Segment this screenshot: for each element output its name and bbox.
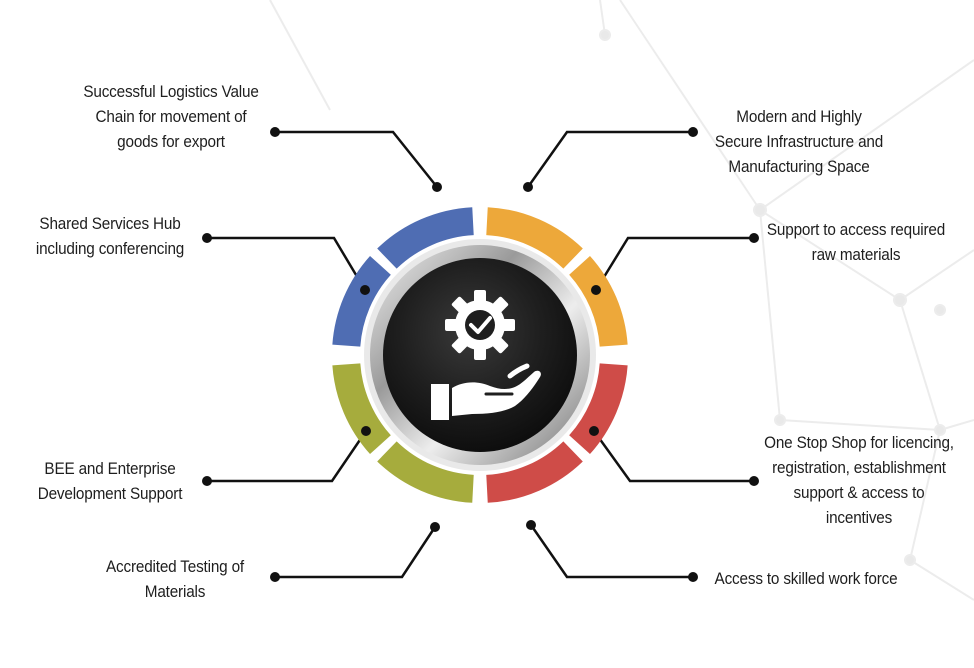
ring-segment-shared-services xyxy=(332,255,391,347)
ring-segment-skilled-workforce xyxy=(486,441,583,503)
end-dot-skilled-workforce xyxy=(688,572,698,582)
ring-segment-raw-materials xyxy=(569,255,628,347)
ring-dot-shared-services xyxy=(360,285,370,295)
connector-line-one-stop-shop xyxy=(592,430,754,483)
ring-segment-logistics xyxy=(377,207,474,269)
end-dot-shared-services xyxy=(202,233,212,243)
ring-dot-logistics xyxy=(432,182,442,192)
ring-segment-infrastructure xyxy=(486,207,583,269)
ring-segment-one-stop-shop xyxy=(569,363,628,455)
end-dot-testing xyxy=(270,572,280,582)
label-skilled-workforce: Access to skilled work force xyxy=(714,569,898,588)
connector-line-logistics xyxy=(275,130,438,188)
connector-line-infrastructure xyxy=(526,130,693,188)
connector-line-bee xyxy=(207,430,368,483)
end-dot-infrastructure xyxy=(688,127,698,137)
ring-dot-raw-materials xyxy=(591,285,601,295)
ring-segments xyxy=(332,207,628,503)
ring-dot-one-stop-shop xyxy=(589,426,599,436)
connector-line-shared-services xyxy=(207,236,367,291)
ring-dot-testing xyxy=(430,522,440,532)
label-one-stop-shop: One Stop Shop for licencing,registration… xyxy=(764,433,954,527)
gear-checkmark-hand-icon xyxy=(431,290,541,420)
ring-segment-bee xyxy=(332,363,391,455)
end-dot-raw-materials xyxy=(749,233,759,243)
end-dot-logistics xyxy=(270,127,280,137)
connector-line-skilled-workforce xyxy=(529,524,693,579)
end-dot-one-stop-shop xyxy=(749,476,759,486)
ring-dot-skilled-workforce xyxy=(526,520,536,530)
connector-line-raw-materials xyxy=(594,236,754,291)
connector-line-testing xyxy=(275,526,437,579)
end-dot-bee xyxy=(202,476,212,486)
connector-lines xyxy=(207,130,754,579)
ring-dot-bee xyxy=(361,426,371,436)
background-network-decoration xyxy=(269,0,974,601)
ring-dot-infrastructure xyxy=(523,182,533,192)
ring-segment-testing xyxy=(377,441,474,503)
